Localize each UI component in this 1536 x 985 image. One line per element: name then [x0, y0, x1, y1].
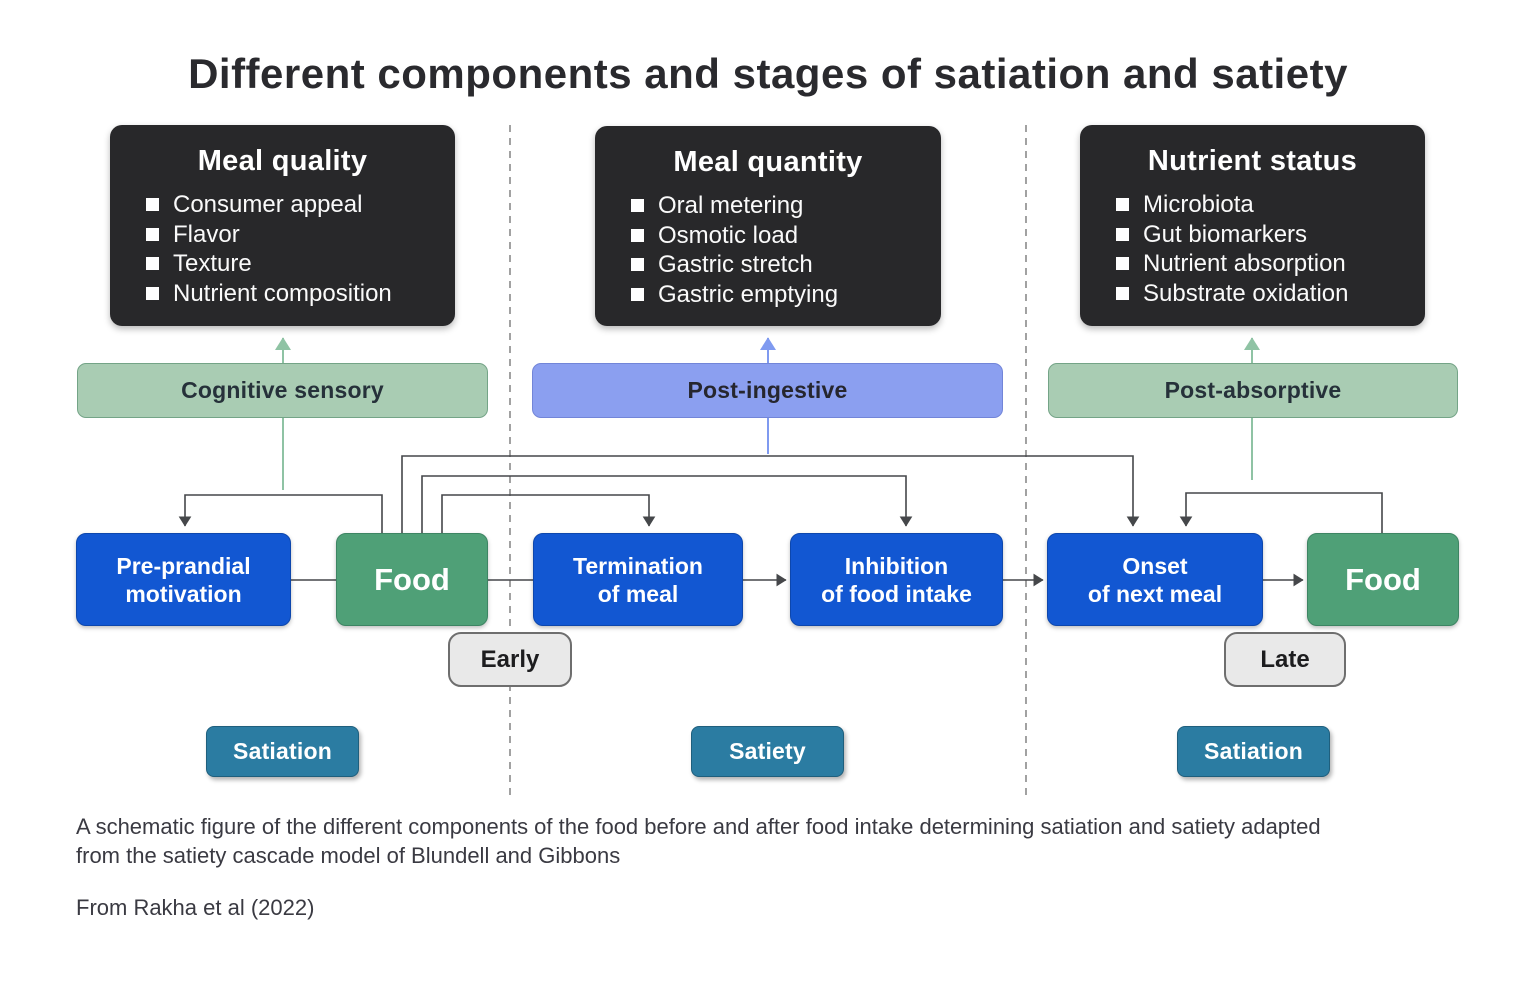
- flow-box-label: Inhibition: [844, 552, 949, 579]
- flow-box-label: of food intake: [821, 580, 972, 607]
- bar-label: Cognitive sensory: [181, 377, 384, 403]
- bullet-square-icon: [146, 227, 159, 241]
- list-item: Substrate oxidation: [1116, 279, 1425, 309]
- flow-box-inhibition-of-food-intake: Inhibition of food intake: [790, 533, 1003, 626]
- bullet-square-icon: [631, 287, 644, 301]
- bullet-square-icon: [631, 258, 644, 272]
- panel-meal-quantity: Meal quantity Oral metering Osmotic load…: [595, 126, 941, 326]
- phase-label-satiety: Satiety: [691, 726, 844, 777]
- flow-box-label: Food: [374, 561, 450, 597]
- list-item-label: Osmotic load: [658, 221, 799, 249]
- list-item: Flavor: [146, 220, 455, 250]
- flow-box-label: Onset: [1122, 552, 1188, 579]
- bullet-square-icon: [1116, 198, 1129, 212]
- figure-source: From Rakha et al (2022): [76, 893, 1476, 922]
- time-tag-early: Early: [448, 632, 572, 687]
- panel-title: Meal quantity: [673, 146, 863, 178]
- list-item-label: Nutrient absorption: [1143, 250, 1346, 277]
- flow-box-label: of meal: [597, 580, 679, 607]
- flow-box-pre-prandial-motivation: Pre-prandial motivation: [76, 533, 291, 626]
- panel-list: Oral metering Osmotic load Gastric stret…: [595, 191, 941, 309]
- bar-cognitive-sensory: Cognitive sensory: [77, 363, 488, 418]
- time-tag-late: Late: [1224, 632, 1346, 687]
- list-item-label: Consumer appeal: [173, 191, 363, 218]
- list-item-label: Gut biomarkers: [1143, 220, 1308, 248]
- phase-label-text: Satiation: [1204, 738, 1303, 764]
- phase-label-text: Satiation: [233, 738, 332, 764]
- flow-box-termination-of-meal: Termination of meal: [533, 533, 743, 626]
- flow-box-label: Food: [1345, 561, 1421, 597]
- bar-to-panel-arrow: [275, 337, 1260, 363]
- panel-nutrient-status: Nutrient status Microbiota Gut biomarker…: [1080, 125, 1425, 326]
- list-item-label: Gastric emptying: [658, 280, 839, 308]
- list-item: Gut biomarkers: [1116, 220, 1425, 250]
- list-item-label: Oral metering: [658, 192, 804, 219]
- list-item: Microbiota: [1116, 190, 1425, 220]
- caption-line: A schematic figure of the different comp…: [76, 814, 1321, 839]
- list-item: Nutrient composition: [146, 279, 455, 309]
- bar-label: Post-absorptive: [1164, 377, 1342, 403]
- flow-box-label: Pre-prandial: [116, 552, 251, 579]
- list-item-label: Nutrient composition: [173, 279, 392, 307]
- list-item-label: Substrate oxidation: [1143, 279, 1349, 307]
- panel-meal-quality: Meal quality Consumer appeal Flavor Text…: [110, 125, 455, 326]
- bullet-square-icon: [146, 257, 159, 271]
- flow-box-label: Termination: [573, 552, 703, 579]
- page-title: Different components and stages of satia…: [188, 50, 1348, 97]
- phase-label-text: Satiety: [729, 738, 806, 764]
- panel-list: Consumer appeal Flavor Texture Nutrient …: [110, 190, 455, 308]
- flow-box-food-early: Food: [336, 533, 488, 626]
- list-item-label: Gastric stretch: [658, 251, 813, 278]
- time-tag-label: Early: [480, 645, 540, 673]
- bar-label: Post-ingestive: [687, 377, 848, 403]
- caption-line: from the satiety cascade model of Blunde…: [76, 843, 621, 868]
- flow-box-label: motivation: [125, 580, 242, 607]
- feedback-connector: [178, 455, 1383, 533]
- list-item: Oral metering: [631, 191, 941, 221]
- list-item-label: Flavor: [173, 220, 240, 248]
- list-item-label: Microbiota: [1143, 191, 1254, 218]
- bar-post-ingestive: Post-ingestive: [532, 363, 1003, 418]
- time-tag-label: Late: [1260, 645, 1310, 673]
- bullet-square-icon: [1116, 227, 1129, 241]
- flow-box-label: of next meal: [1087, 580, 1223, 607]
- source-line: From Rakha et al (2022): [76, 895, 315, 920]
- list-item: Consumer appeal: [146, 190, 455, 220]
- bullet-square-icon: [146, 198, 159, 212]
- list-item: Gastric stretch: [631, 250, 941, 280]
- list-item: Nutrient absorption: [1116, 249, 1425, 279]
- bar-post-absorptive: Post-absorptive: [1048, 363, 1458, 418]
- bullet-square-icon: [631, 199, 644, 213]
- flow-box-food-late: Food: [1307, 533, 1459, 626]
- list-item-label: Texture: [173, 250, 252, 277]
- bullet-square-icon: [146, 286, 159, 300]
- phase-label-satiation-right: Satiation: [1177, 726, 1330, 777]
- panel-list: Microbiota Gut biomarkers Nutrient absor…: [1080, 190, 1425, 308]
- panel-title: Meal quality: [197, 145, 368, 177]
- panel-title: Nutrient status: [1147, 145, 1358, 177]
- phase-label-satiation-left: Satiation: [206, 726, 359, 777]
- bullet-square-icon: [1116, 257, 1129, 271]
- figure-caption: A schematic figure of the different comp…: [76, 812, 1476, 870]
- list-item: Texture: [146, 249, 455, 279]
- list-item: Gastric emptying: [631, 280, 941, 310]
- bullet-square-icon: [1116, 286, 1129, 300]
- bar-stem-line: [282, 418, 1253, 490]
- bullet-square-icon: [631, 228, 644, 242]
- list-item: Osmotic load: [631, 221, 941, 251]
- flow-box-onset-of-next-meal: Onset of next meal: [1047, 533, 1263, 626]
